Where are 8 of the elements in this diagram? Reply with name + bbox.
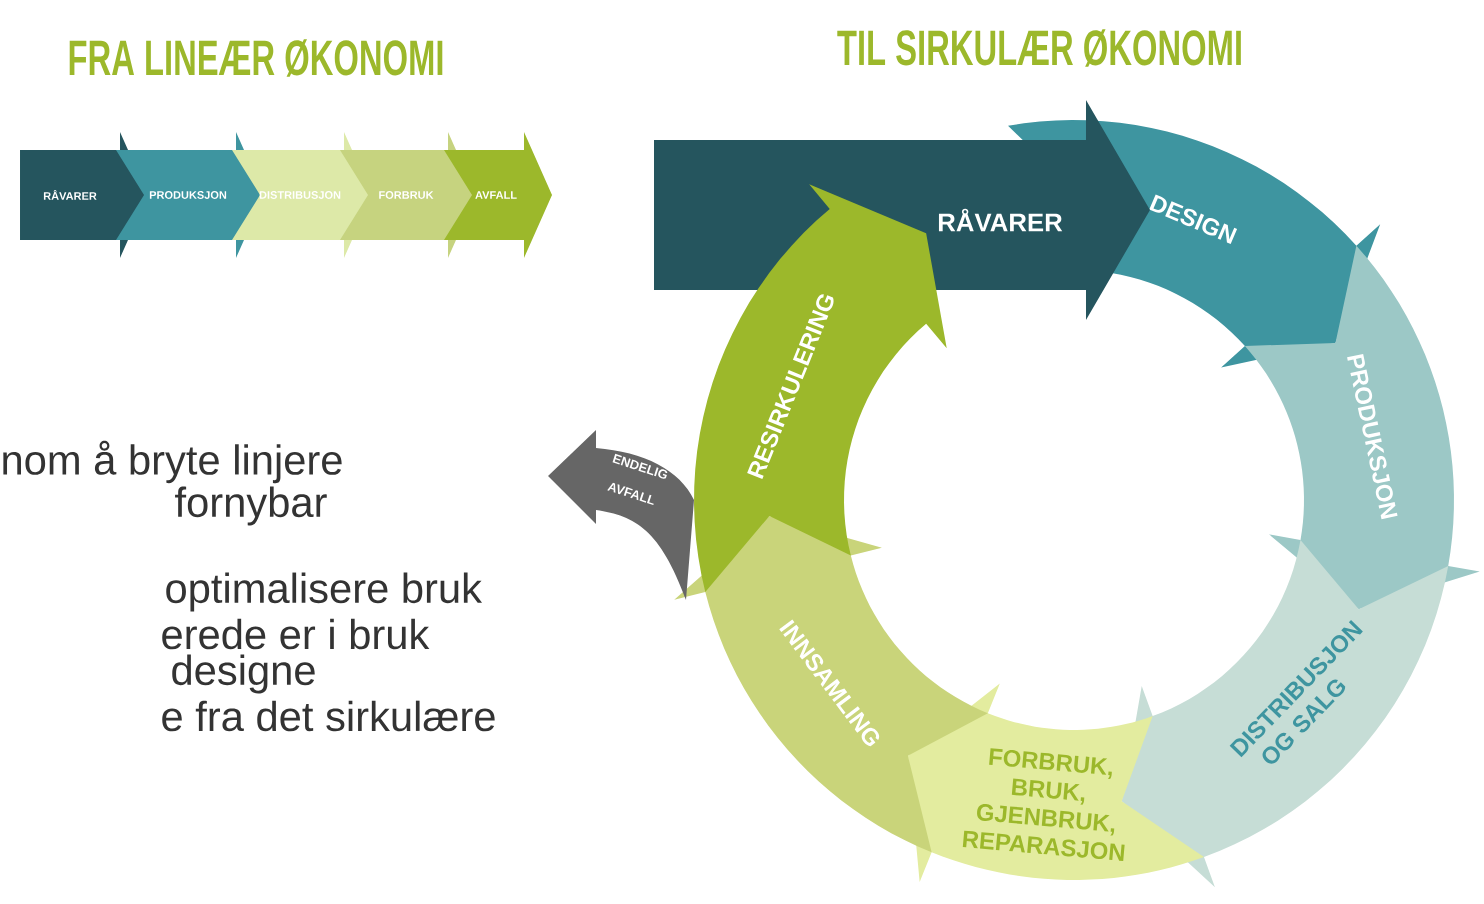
body-text: designe	[172, 654, 315, 694]
heading: TIL SIRKULÆR ØKONOMI	[837, 29, 1241, 67]
heading: FRA LINEÆR ØKONOMI	[69, 39, 443, 77]
body-text: nom å bryte linjere	[3, 440, 342, 484]
body-text: fornybar	[175, 486, 327, 526]
body-text: optimalisere bruk	[166, 572, 482, 612]
body-text: e fra det sirkulære	[162, 700, 495, 732]
body-text: erede er i bruk	[162, 618, 430, 650]
